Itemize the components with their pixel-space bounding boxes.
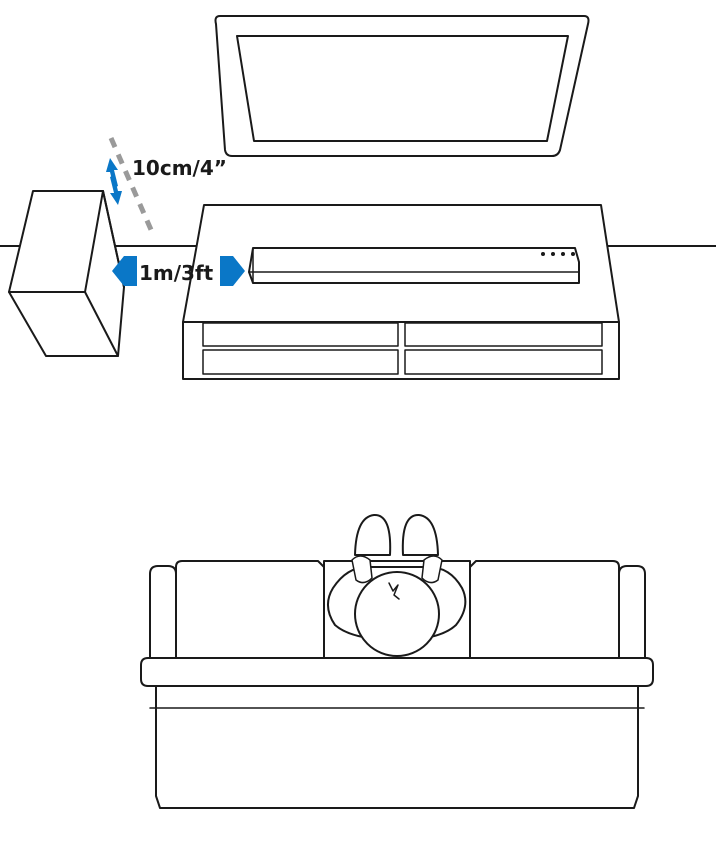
soundbar-led-2 xyxy=(551,252,555,256)
wall-distance-label: 10cm/4” xyxy=(132,156,227,180)
soundbar xyxy=(248,247,580,284)
sofa-base xyxy=(155,685,639,809)
person-head xyxy=(354,571,440,657)
person-left-hand xyxy=(351,555,373,584)
sofa-back-cushion-left xyxy=(175,560,325,659)
soundbar-distance-label: 1m/3ft xyxy=(139,261,214,285)
person-left-foot xyxy=(354,513,392,556)
person-right-foot xyxy=(401,513,439,556)
soundbar-led-3 xyxy=(561,252,565,256)
person-right-hand xyxy=(421,555,443,584)
soundbar-led-1 xyxy=(541,252,545,256)
sofa-armrest-left xyxy=(149,565,177,659)
subwoofer xyxy=(8,190,125,357)
soundbar-distance-arrow xyxy=(112,256,245,286)
tv xyxy=(214,15,590,157)
soundbar-led-4 xyxy=(571,252,575,256)
person-hair-whorl xyxy=(388,582,400,600)
sofa-armrest-right xyxy=(618,565,646,659)
sofa-back-cushion-right xyxy=(469,560,620,659)
tv-cabinet xyxy=(182,204,620,380)
sofa-seat-rail xyxy=(140,657,654,687)
person xyxy=(327,513,467,657)
wall-distance-arrow xyxy=(106,158,122,205)
